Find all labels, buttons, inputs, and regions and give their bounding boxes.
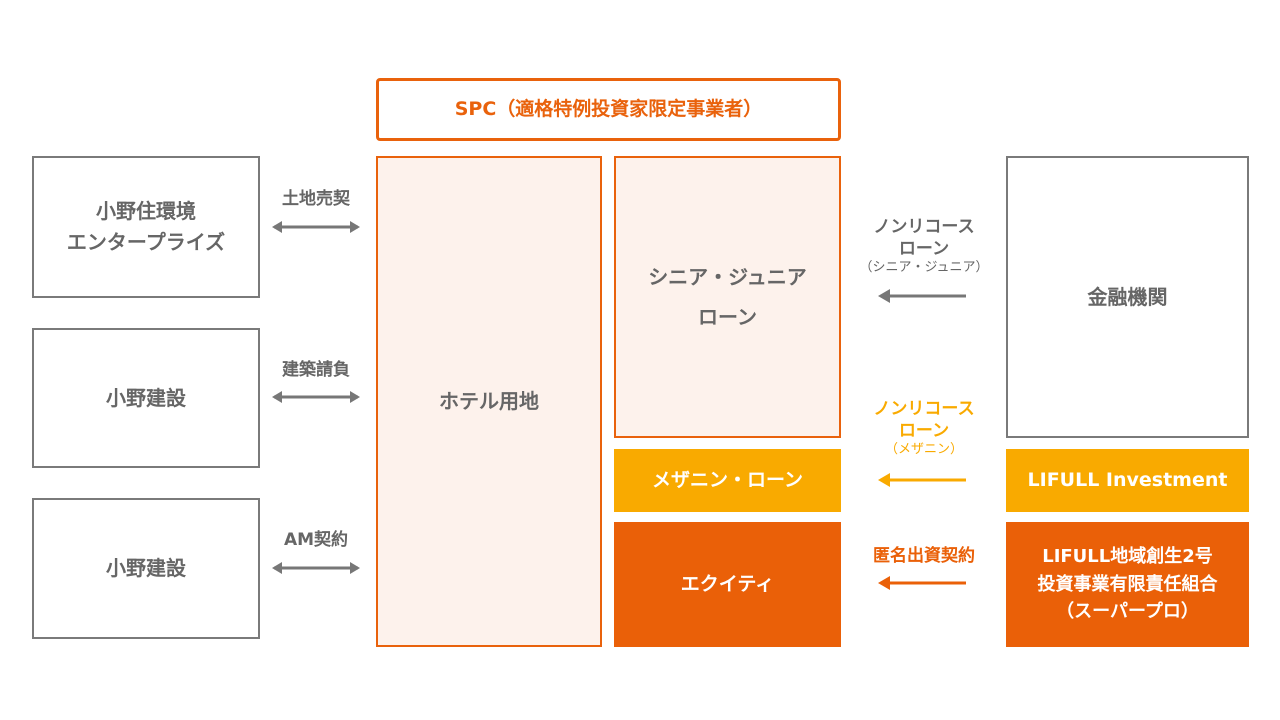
spc-label: SPC（適格特例投資家限定事業者） (454, 97, 763, 120)
arrow-left-icon (878, 576, 966, 590)
label: 小野建設 (106, 556, 186, 580)
label: シニア・ジュニア (648, 265, 807, 289)
label: ローン (898, 239, 950, 260)
ono-construction-box-2: 小野建設 (32, 498, 260, 639)
label: LIFULL地域創生2号 (1042, 545, 1213, 567)
double-arrow-icon (272, 562, 360, 574)
label: （スーパープロ） (1056, 601, 1199, 623)
label: 金融機関 (1087, 284, 1168, 309)
label: （シニア・ジュニア） (859, 260, 989, 276)
label: ノンリコース (873, 399, 975, 419)
label: 小野建設 (106, 385, 186, 410)
double-arrow-icon (272, 391, 360, 403)
label: ホテル用地 (439, 389, 539, 413)
loan-mezz-label: ノンリコースローン（メザニン） (844, 398, 1004, 459)
label: （メザニン） (884, 442, 963, 458)
senior-junior-loan-box: シニア・ジュニアローン (614, 156, 841, 438)
loan-senior-label: ノンリコースローン（シニア・ジュニア） (844, 216, 1004, 277)
label: ローン (697, 305, 757, 329)
arrow-left-icon (878, 289, 966, 303)
hotel-land-box: ホテル用地 (376, 156, 602, 647)
financial-institution-box: 金融機関 (1006, 156, 1249, 438)
label: ローン (898, 421, 950, 442)
label: メザニン・ローン (651, 468, 804, 491)
contract-build: 建築請負 (282, 360, 350, 380)
anonymous-partnership-label: 匿名出資契約 (873, 546, 975, 566)
double-arrow-icon (272, 221, 360, 233)
mezzanine-loan-box: メザニン・ローン (614, 449, 841, 512)
contract-am: AM契約 (283, 530, 349, 550)
ono-enterprise-box: 小野住環境エンタープライズ (32, 156, 260, 298)
label: LIFULL Investment (1027, 468, 1228, 491)
lifull-fund-box: LIFULL地域創生2号投資事業有限責任組合 （スーパープロ） (1006, 522, 1249, 647)
contract-land: 土地売契 (282, 189, 350, 209)
label: 小野住環境 (95, 199, 196, 223)
ono-construction-box-1: 小野建設 (32, 328, 260, 468)
spc-box: SPC（適格特例投資家限定事業者） (376, 78, 841, 141)
lifull-investment-box: LIFULL Investment (1006, 449, 1249, 512)
label: エクイティ (680, 572, 775, 595)
equity-box: エクイティ (614, 522, 841, 647)
label: エンタープライズ (66, 230, 226, 254)
arrow-left-icon (878, 473, 966, 487)
label: 投資事業有限責任組合 (1037, 573, 1218, 595)
label: ノンリコース (873, 217, 975, 237)
